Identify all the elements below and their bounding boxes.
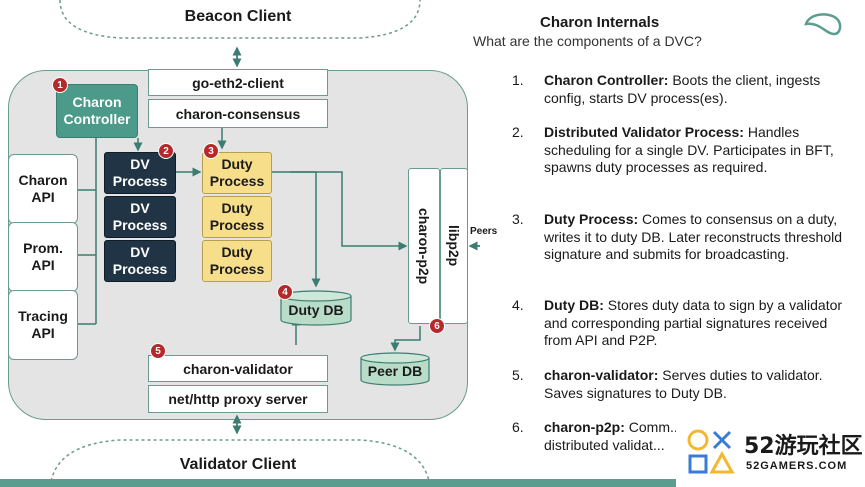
charon-controller-box: Charon Controller (56, 84, 138, 138)
charon-validator-box: charon-validator (148, 355, 328, 382)
beacon-client-label: Beacon Client (184, 8, 292, 25)
charon-api-line1: Charon (18, 172, 68, 188)
peer-db-label: Peer DB (367, 363, 423, 379)
peers-label: Peers (470, 226, 498, 237)
charon-p2p-label: charon-p2p (416, 207, 432, 285)
tracing-api-line1: Tracing (18, 308, 68, 324)
controller-label-line1: Charon (72, 94, 122, 110)
proxy-server-box: net/http proxy server (148, 385, 328, 413)
list-desc: Serves duties to validator. Saves signat… (544, 367, 823, 401)
dv-process-box: DV Process (104, 240, 176, 282)
list-num: 4. (512, 297, 524, 313)
duty-process-line2: Process (209, 217, 265, 233)
list-term: Charon Controller: (544, 72, 669, 88)
duty-process-line2: Process (209, 261, 265, 277)
charon-consensus-box: charon-consensus (148, 99, 328, 128)
peer-db: Peer DB (360, 352, 430, 386)
list-term: Duty Process: (544, 211, 639, 227)
dv-process-line2: Process (112, 217, 168, 233)
footer-bar (0, 479, 865, 487)
list-num: 2. (512, 124, 524, 140)
internals-panel: Charon Internals What are the components… (473, 0, 865, 487)
charon-api-box: Charon API (8, 154, 78, 224)
tracing-api-box: Tracing API (8, 290, 78, 360)
duty-db: Duty DB (280, 290, 352, 326)
list-desc: Boots the client, ingests config, starts… (544, 72, 821, 106)
list-term: Distributed Validator Process: (544, 124, 744, 140)
list-item-2: 2. Distributed Validator Process: Handle… (512, 124, 842, 196)
list-num: 1. (512, 72, 524, 88)
panel-subtitle: What are the components of a DVC? (473, 33, 702, 49)
badge-2: 2 (158, 143, 174, 159)
list-term: charon-validator: (544, 367, 659, 383)
duty-process-line1: Duty (221, 244, 253, 260)
list-item-3: 3. Duty Process: Comes to consensus on a… (512, 211, 842, 283)
watermark-site: 52GAMERS.COM (746, 460, 848, 472)
duty-process-box: Duty Process (202, 152, 272, 194)
duty-process-box: Duty Process (202, 196, 272, 238)
watermark-brand: 52游玩社区 (744, 434, 863, 459)
dv-process-box: DV Process (104, 196, 176, 238)
logo-icon (804, 13, 842, 36)
badge-1: 1 (52, 77, 68, 93)
list-term: charon-p2p: (544, 419, 625, 435)
duty-process-line2: Process (209, 173, 265, 189)
controller-label-line2: Controller (63, 111, 131, 127)
badge-5: 5 (150, 343, 166, 359)
badge-6: 6 (429, 318, 445, 334)
badge-3: 3 (203, 143, 219, 159)
libp2p-box: libp2p (440, 168, 468, 324)
list-desc: Stores duty data to sign by a validator … (544, 297, 843, 348)
libp2p-label: libp2p (446, 225, 462, 267)
prom-api-box: Prom. API (8, 222, 78, 292)
list-body: Duty DB: Stores duty data to sign by a v… (544, 297, 844, 350)
prom-api-line2: API (31, 257, 55, 273)
prom-api-line1: Prom. (23, 240, 63, 256)
list-body: Duty Process: Comes to consensus on a du… (544, 211, 844, 264)
watermark-badge: 52游玩社区 52GAMERS.COM (676, 420, 865, 487)
list-desc: Comm... distributed validat... (544, 419, 682, 453)
list-desc: Handles scheduling for a single DV. Part… (544, 124, 834, 175)
list-desc: Comes to consensus on a duty, writes it … (544, 211, 843, 262)
dv-process-line1: DV (130, 156, 150, 172)
duty-process-box: Duty Process (202, 240, 272, 282)
panel-title: Charon Internals (540, 14, 660, 31)
list-term: Duty DB: (544, 297, 604, 313)
dv-process-line2: Process (112, 261, 168, 277)
list-item-4: 4. Duty DB: Stores duty data to sign by … (512, 297, 842, 353)
badge-4: 4 (277, 284, 293, 300)
list-body: Charon Controller: Boots the client, ing… (544, 72, 844, 107)
dv-process-box: DV Process (104, 152, 176, 194)
validator-client-cloud (49, 439, 431, 487)
architecture-diagram: Beacon Client Validator Client (8, 0, 497, 487)
go-eth2-client-box: go-eth2-client (148, 69, 328, 96)
validator-client-label: Validator Client (179, 456, 297, 473)
duty-process-line1: Duty (221, 156, 253, 172)
gamepad-shapes-icon (687, 429, 735, 474)
list-num: 3. (512, 211, 524, 227)
list-num: 5. (512, 367, 524, 383)
dv-process-line1: DV (130, 200, 150, 216)
peer-db-shape (360, 352, 430, 386)
list-item-1: 1. Charon Controller: Boots the client, … (512, 72, 842, 112)
duty-db-shape (280, 290, 352, 326)
tracing-api-line2: API (31, 325, 55, 341)
list-body: charon-p2p: Comm... distributed validat.… (544, 419, 684, 454)
list-item-5: 5. charon-validator: Serves duties to va… (512, 367, 842, 407)
duty-db-label: Duty DB (288, 302, 344, 318)
list-item-6: 6. charon-p2p: Comm... distributed valid… (512, 419, 684, 459)
duty-process-line1: Duty (221, 200, 253, 216)
charon-api-line2: API (31, 189, 55, 205)
list-body: charon-validator: Serves duties to valid… (544, 367, 844, 402)
dv-process-line1: DV (130, 244, 150, 260)
list-num: 6. (512, 419, 524, 435)
dv-process-line2: Process (112, 173, 168, 189)
list-body: Distributed Validator Process: Handles s… (544, 124, 844, 177)
beacon-client-cloud (59, 0, 421, 39)
charon-p2p-box: charon-p2p (408, 168, 440, 324)
